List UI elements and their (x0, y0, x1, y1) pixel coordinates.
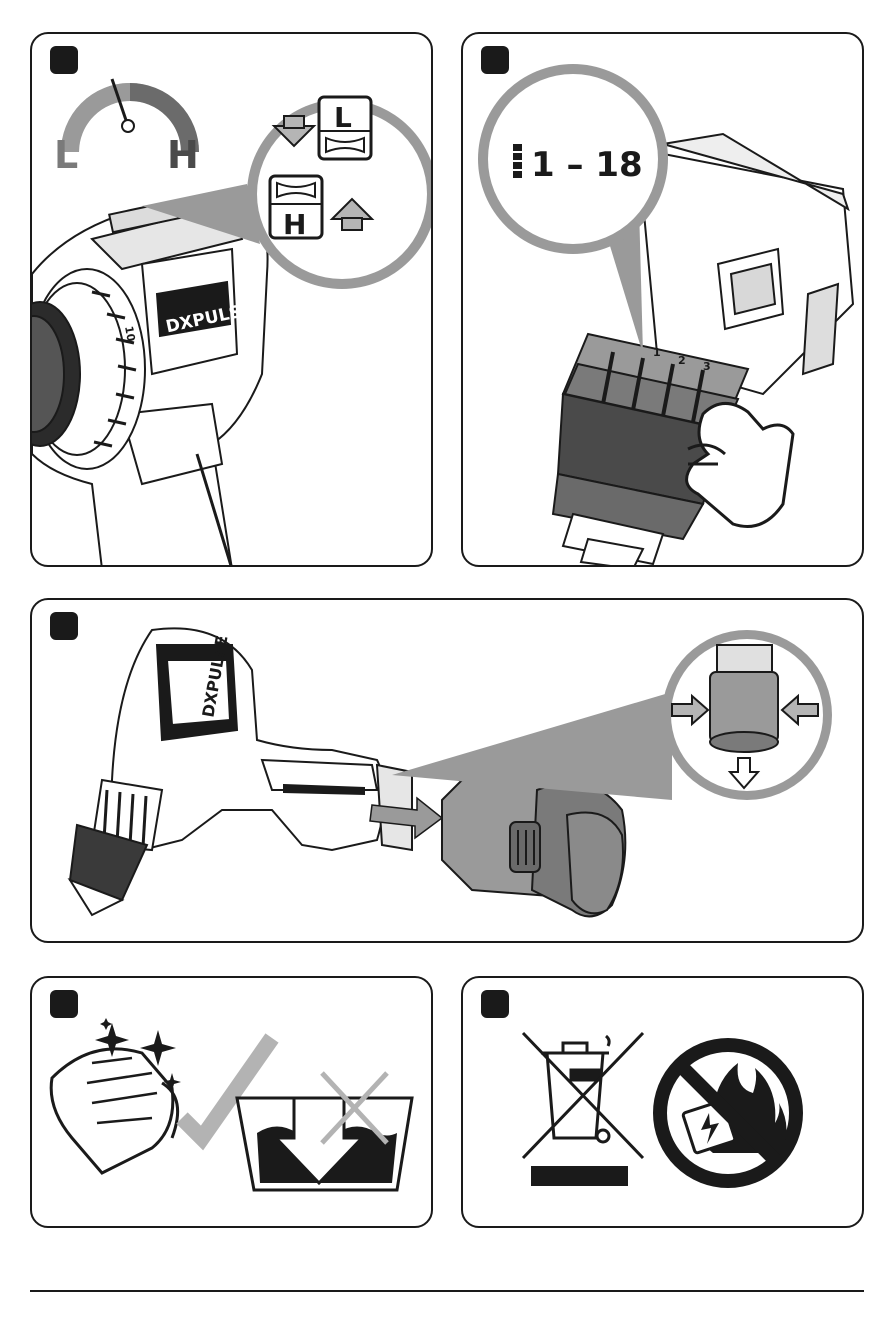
no-water-icon (237, 1073, 412, 1190)
panel-battery-removal: DXPULSE (30, 598, 864, 943)
chuck (32, 269, 145, 469)
hand-icon (687, 403, 793, 526)
footer-rule (30, 1290, 864, 1292)
torque-range: 1 – 18 (531, 145, 643, 185)
torque-setting-illustration: 1 2 3 1 – 18 (463, 34, 864, 567)
clutch-mark-3: 3 (703, 360, 711, 373)
weee-bin-icon (523, 1033, 643, 1186)
cleaning-illustration (32, 978, 433, 1228)
disposal-illustration (463, 978, 864, 1228)
panel-torque-setting: 1 2 3 1 – 18 (461, 32, 864, 567)
no-fire-battery-icon (660, 1045, 796, 1181)
panel-gear-selection: L H DXPULSE 10 (30, 32, 433, 567)
battery-removal-illustration: DXPULSE (32, 600, 864, 943)
battery-pack (442, 780, 625, 916)
switch-low-label: L (334, 101, 352, 134)
gauge-high-label: H (167, 133, 199, 177)
switch-high-label: H (283, 208, 306, 241)
panel-cleaning (30, 976, 433, 1228)
wipe-clean-icon (51, 1018, 181, 1173)
zoom-pointer (392, 692, 672, 800)
clutch-mark: 10 (122, 325, 138, 343)
gauge-low-label: L (54, 133, 78, 177)
clutch-mark-2: 2 (678, 354, 686, 367)
clutch-mark-1: 1 (653, 346, 661, 359)
chuck (70, 780, 162, 915)
panel-disposal (461, 976, 864, 1228)
gear-selection-illustration: L H DXPULSE 10 (32, 34, 433, 567)
